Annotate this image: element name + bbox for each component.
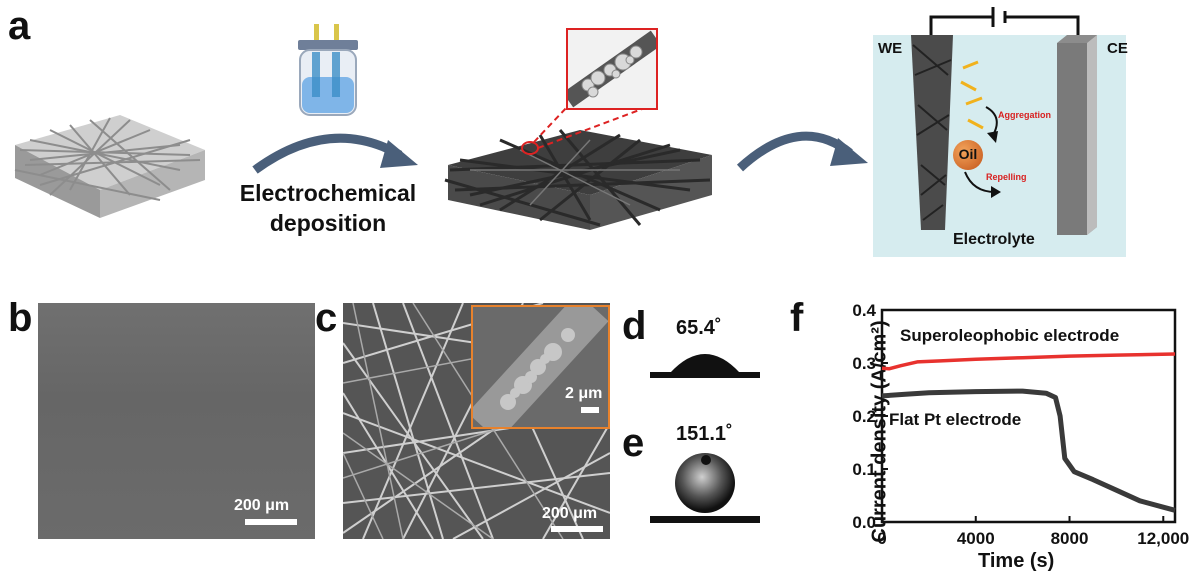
repelling-arrow-icon xyxy=(964,171,1001,198)
y-tick-label: 0.2 xyxy=(852,407,876,426)
y-tick-label: 0.1 xyxy=(852,460,876,479)
we-label: WE xyxy=(878,40,903,57)
series-line-0 xyxy=(881,352,1176,371)
counter-electrode xyxy=(1057,35,1097,235)
y-tick-label: 0.4 xyxy=(852,301,876,320)
curved-arrow-1 xyxy=(252,133,418,174)
aggregation-arrow-icon xyxy=(985,106,998,143)
series-label-flat: Flat Pt electrode xyxy=(889,410,1022,429)
curved-arrow-2 xyxy=(736,131,868,172)
scale-bar xyxy=(551,526,603,532)
x-tick-label: 0 xyxy=(877,529,886,548)
series-line-1 xyxy=(881,388,1176,513)
yellow-ions xyxy=(960,60,984,130)
superoleophobic-sem-image: 2 μm 200 μm xyxy=(343,303,610,539)
ce-label: CE xyxy=(1107,40,1128,57)
scale-bar-label: 200 μm xyxy=(234,497,290,514)
circuit-wire xyxy=(929,7,1080,40)
cell-diagram: Aggregation Oil Repelling Electrolyte xyxy=(873,7,1126,257)
y-tick-label: 0.0 xyxy=(852,513,876,532)
electrochemical-cell-icon xyxy=(298,24,358,116)
panel-c-letter: c xyxy=(315,296,338,340)
current-density-chart: 0.0 0.1 0.2 0.3 0.4 0 4000 8000 12,000 xyxy=(852,301,1189,548)
pristine-fiber-mat xyxy=(14,115,205,218)
scale-bar-label: 200 μm xyxy=(542,505,598,522)
inset-scale-bar-label: 2 μm xyxy=(565,385,603,402)
zoom-inset xyxy=(566,28,658,110)
zoom-indicator xyxy=(521,105,651,155)
repelling-label: Repelling xyxy=(986,172,1027,182)
scale-bar xyxy=(245,519,297,525)
flat-pt-sem-image: 200 μm xyxy=(38,303,315,539)
series-label-superoleophobic: Superoleophobic electrode xyxy=(900,326,1120,345)
x-axis-label: Time (s) xyxy=(978,550,1055,572)
flat-droplet xyxy=(650,354,760,378)
contact-angle-e: 151.1˚ xyxy=(676,423,733,445)
electrolyte-label: Electrolyte xyxy=(953,231,1035,248)
x-tick-label: 12,000 xyxy=(1137,529,1189,548)
panel-e-letter: e xyxy=(622,421,645,465)
sem-inset: 2 μm xyxy=(471,305,610,429)
x-tick-label: 8000 xyxy=(1051,529,1089,548)
deposition-label: Electrochemical deposition xyxy=(239,180,417,236)
aggregation-label: Aggregation xyxy=(998,110,1051,120)
panel-b-letter: b xyxy=(8,296,33,340)
panel-d-letter: d xyxy=(622,304,647,348)
x-tick-label: 4000 xyxy=(957,529,995,548)
panel-f-letter: f xyxy=(790,296,804,340)
panel-a-letter: a xyxy=(8,4,31,48)
working-electrode xyxy=(911,35,953,230)
y-tick-label: 0.3 xyxy=(852,354,876,373)
oil-label: Oil xyxy=(958,146,978,162)
inset-scale-bar xyxy=(581,407,599,413)
contact-angle-d: 65.4˚ xyxy=(676,317,722,339)
oil-droplet xyxy=(953,140,983,170)
spherical-droplet xyxy=(650,453,760,523)
coated-fiber-mat xyxy=(444,129,712,230)
